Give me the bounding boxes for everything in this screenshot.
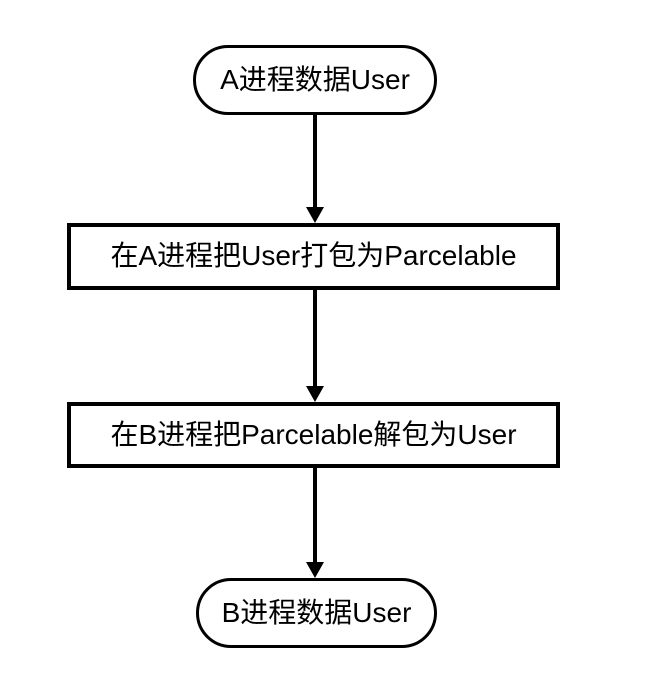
edge-unpack-to-b: [306, 468, 324, 578]
arrowhead-down-icon: [306, 562, 324, 578]
arrowhead-down-icon: [306, 207, 324, 223]
edge-pack-to-unpack-line: [313, 290, 317, 386]
node-a-process-data: A进程数据User: [193, 45, 437, 115]
edge-a-to-pack: [306, 115, 324, 223]
edge-a-to-pack-line: [313, 115, 317, 207]
arrowhead-down-icon: [306, 386, 324, 402]
node-pack-step-label: 在A进程把User打包为Parcelable: [110, 240, 517, 272]
node-unpack-step-label: 在B进程把Parcelable解包为User: [110, 418, 517, 450]
edge-pack-to-unpack: [306, 290, 324, 402]
node-a-process-data-label: A进程数据User: [220, 63, 410, 95]
node-unpack-step: 在B进程把Parcelable解包为User: [67, 402, 560, 468]
node-b-process-data-label: B进程数据User: [221, 596, 412, 628]
node-b-process-data: B进程数据User: [196, 578, 437, 648]
edge-unpack-to-b-line: [313, 468, 317, 562]
node-pack-step: 在A进程把User打包为Parcelable: [67, 223, 560, 290]
